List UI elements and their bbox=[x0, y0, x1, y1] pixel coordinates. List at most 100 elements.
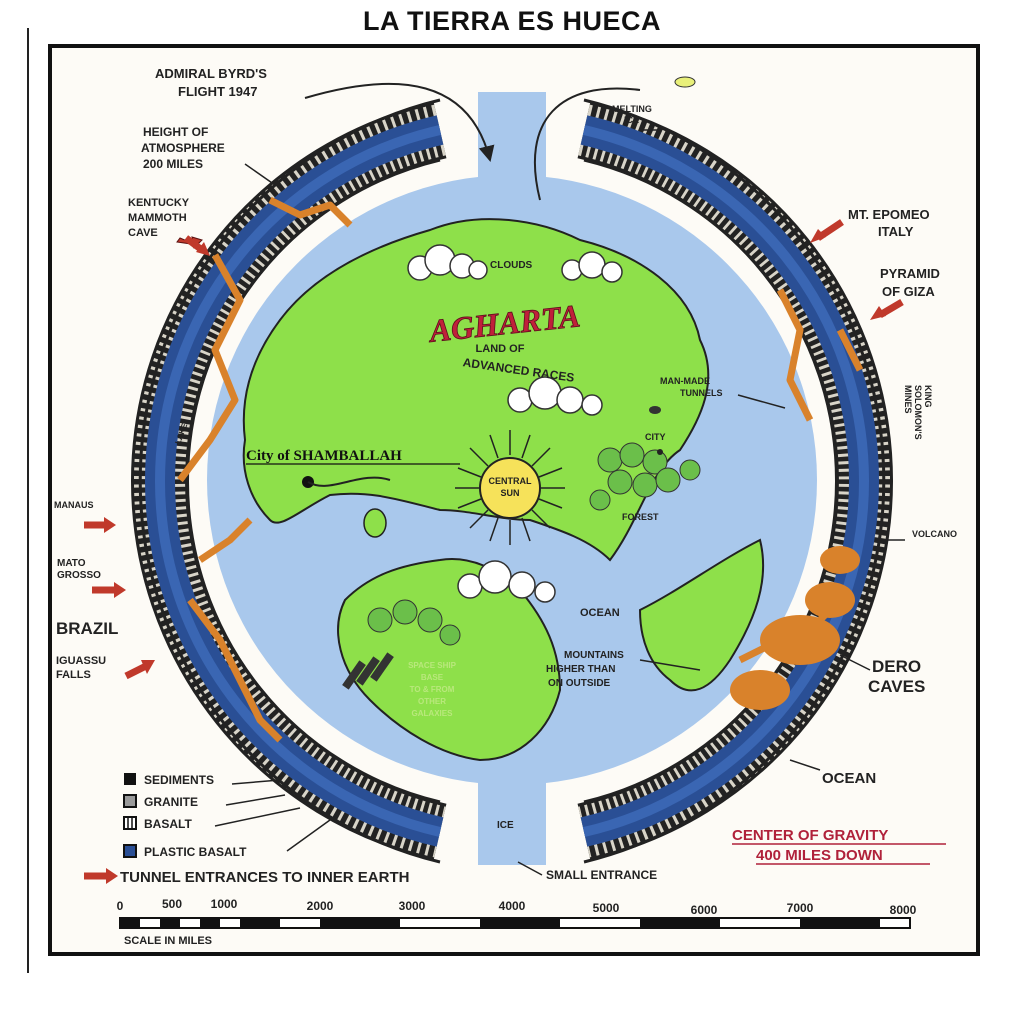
scale-tick-label: 6000 bbox=[691, 903, 718, 917]
dero-caves-label: DERO bbox=[872, 657, 921, 676]
scale-bar bbox=[119, 917, 911, 929]
mato-grosso-label: GROSSO bbox=[57, 570, 101, 581]
solomon-label: KING bbox=[923, 385, 933, 408]
melting-ice-label: ICE bbox=[624, 115, 639, 125]
space-ship-runways bbox=[342, 652, 394, 690]
gravity-label: CENTER OF GRAVITY bbox=[732, 827, 888, 844]
legend-swatch-granite bbox=[123, 794, 137, 808]
scale-tick-label: 3000 bbox=[399, 899, 426, 913]
outer-ocean-label: OCEAN bbox=[822, 770, 876, 787]
kentucky-label: MAMMOTH bbox=[128, 212, 187, 224]
solomon-label: MINES bbox=[903, 385, 913, 414]
gravity-label: 400 MILES DOWN bbox=[756, 847, 883, 864]
mountains-label: HIGHER THAN bbox=[546, 664, 615, 675]
volcano-label: VOLCANO bbox=[912, 529, 957, 539]
clouds-label: CLOUDS bbox=[490, 260, 533, 271]
shamballah-leader bbox=[307, 476, 391, 487]
central-sun-label: SUN bbox=[500, 488, 519, 498]
central-sun-label: CENTRAL bbox=[489, 476, 532, 486]
legend-plastic-basalt-label: PLASTIC BASALT bbox=[144, 845, 247, 859]
byrd-label: ADMIRAL BYRD'S bbox=[155, 66, 267, 81]
central-sun bbox=[455, 430, 565, 545]
earth-shell-right bbox=[577, 98, 893, 864]
manaus-label: MANAUS bbox=[54, 500, 94, 510]
epomeo-label: MT. EPOMEO bbox=[848, 207, 930, 222]
legend-swatch-basalt bbox=[123, 816, 137, 830]
cloud bbox=[507, 376, 603, 416]
solomon-label: SOLOMON'S bbox=[913, 385, 923, 440]
byrd-flight-path bbox=[304, 82, 495, 162]
tunnel-arrow bbox=[183, 235, 210, 256]
tunnel-arrow bbox=[810, 219, 844, 243]
small-island bbox=[363, 508, 387, 538]
mountains-label: MOUNTAINS bbox=[564, 650, 624, 661]
iguassu-label: FALLS bbox=[56, 669, 91, 681]
ice-label: ICE bbox=[497, 820, 514, 831]
earth-shell-left bbox=[131, 98, 447, 864]
scale-tick-label: 8000 bbox=[890, 903, 917, 917]
south-polar-opening bbox=[478, 770, 546, 865]
space-base-label: GALAXIES bbox=[412, 709, 454, 718]
page-title: LA TIERRA ES HUECA bbox=[362, 6, 661, 36]
scale-tick-label: 0 bbox=[117, 899, 124, 913]
inner-ocean-label: OCEAN bbox=[580, 607, 620, 619]
scale-title: SCALE IN MILES bbox=[124, 935, 212, 947]
legend-swatch-sediments bbox=[124, 773, 136, 785]
space-base-label: SPACE SHIP bbox=[408, 661, 457, 670]
tunnel-marker bbox=[649, 406, 661, 414]
scale-tick-label: 7000 bbox=[787, 901, 814, 915]
dero-caves-magma bbox=[730, 546, 860, 710]
epomeo-label: ITALY bbox=[878, 224, 914, 239]
tunnels-label: MAN-MADE bbox=[660, 376, 710, 386]
left-divider-line bbox=[27, 28, 29, 973]
mountains-label: ON OUTSIDE bbox=[548, 678, 611, 689]
forest-area bbox=[589, 442, 701, 511]
tunnel-arrow bbox=[870, 298, 904, 320]
atmosphere-label: ATMOSPHERE bbox=[141, 141, 225, 155]
giza-label: OF GIZA bbox=[882, 284, 935, 299]
scale-tick-label: 1000 bbox=[211, 897, 238, 911]
iguassu-label: IGUASSU bbox=[56, 655, 106, 667]
forest-label: FOREST bbox=[622, 512, 659, 522]
leader-lines bbox=[214, 129, 905, 876]
legend-sediments-label: SEDIMENTS bbox=[144, 773, 214, 787]
space-base-label: TO & FROM bbox=[410, 685, 455, 694]
brazil-label: BRAZIL bbox=[56, 619, 118, 638]
space-base-label: BASE bbox=[421, 673, 444, 682]
cloud bbox=[457, 560, 556, 603]
legend-granite-label: GRANITE bbox=[144, 795, 198, 809]
city-marker bbox=[657, 449, 663, 455]
cloud bbox=[407, 244, 488, 281]
melting-ice-spot bbox=[674, 76, 696, 88]
legend-swatch-plastic-basalt bbox=[123, 844, 137, 858]
tunnel-arrow-legend bbox=[84, 868, 118, 884]
atmosphere-label: HEIGHT OF bbox=[143, 125, 208, 139]
giza-label: PYRAMID bbox=[880, 266, 940, 281]
scale-tick-label: 2000 bbox=[307, 899, 334, 913]
melting-ice-label: MELTING bbox=[612, 104, 652, 114]
byrd-return-path bbox=[534, 87, 641, 201]
cloud bbox=[561, 251, 623, 283]
agharta-subtitle: LAND OF bbox=[476, 343, 525, 355]
space-base-label: OTHER bbox=[418, 697, 446, 706]
kentucky-label: CAVE bbox=[128, 227, 158, 239]
legend-basalt-label: BASALT bbox=[144, 817, 192, 831]
space-base-area bbox=[367, 599, 461, 646]
byrd-label: FLIGHT 1947 bbox=[178, 84, 257, 99]
tunnels-label: TUNNELS bbox=[680, 388, 723, 398]
tunnel-arrow bbox=[92, 582, 126, 598]
dero-caves-label: CAVES bbox=[868, 677, 925, 696]
city-label: CITY bbox=[645, 432, 666, 442]
legend-tunnel-label: TUNNEL ENTRANCES TO INNER EARTH bbox=[120, 869, 409, 886]
scale-tick-label: 4000 bbox=[499, 899, 526, 913]
shamballah-label: City of SHAMBALLAH bbox=[246, 448, 402, 464]
kentucky-label: KENTUCKY bbox=[128, 197, 190, 209]
tunnel-arrow bbox=[84, 517, 116, 533]
inner-continent-east bbox=[638, 538, 765, 692]
atmosphere-label: 200 MILES bbox=[143, 157, 203, 171]
tunnel-arrow bbox=[124, 660, 155, 680]
small-entrance-label: SMALL ENTRANCE bbox=[546, 868, 657, 882]
mato-grosso-label: MATO bbox=[57, 558, 86, 569]
scale-tick-label: 5000 bbox=[593, 901, 620, 915]
